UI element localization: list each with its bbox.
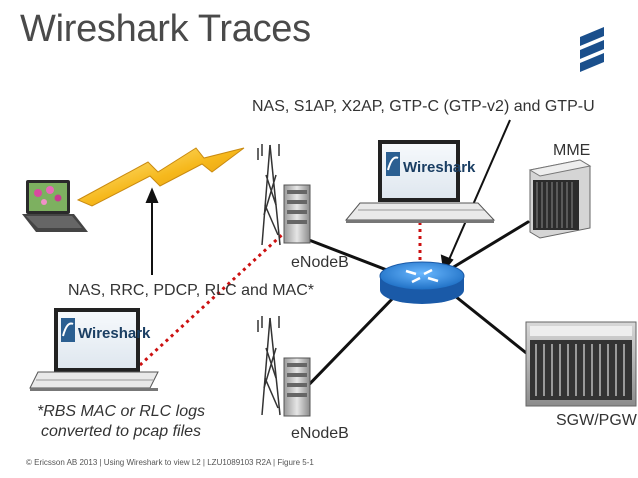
link-router-sgw (448, 290, 537, 362)
wireshark-logo-icon (61, 318, 75, 342)
footnote-rbs-logs: *RBS MAC or RLC logs converted to pcap f… (16, 402, 226, 442)
label-top-protocols: NAS, S1AP, X2AP, GTP-C (GTP-v2) and GTP-… (252, 98, 595, 115)
link-enodeb-bottom-router (294, 294, 397, 400)
laptop-icon (22, 180, 88, 232)
label-radio-protocols: NAS, RRC, PDCP, RLC and MAC* (68, 282, 314, 299)
footnote-line-2: converted to pcap files (40, 423, 202, 440)
server-rack-icon (525, 321, 637, 407)
slide-title: Wireshark Traces (20, 8, 311, 50)
label-enodeb-top: eNodeB (291, 254, 349, 271)
footnote-line-1: *RBS MAC or RLC logs (36, 403, 206, 420)
antenna-tower-icon (257, 316, 281, 416)
laptop-wireshark-top (344, 140, 496, 223)
label-enodeb-bottom: eNodeB (291, 425, 349, 442)
enodeb-cabinet-top (283, 184, 311, 244)
wireshark-screen-text-top: Wireshark (403, 159, 476, 176)
label-mme: MME (553, 142, 591, 159)
network-links (294, 220, 537, 400)
laptop-wireshark-left (29, 308, 159, 391)
link-router-mme (450, 220, 530, 270)
capture-links (138, 222, 422, 367)
ericsson-logo (580, 27, 604, 72)
label-sgw-pgw: SGW/PGW (556, 412, 637, 429)
capture-link-left (138, 230, 287, 367)
arrow-top-protocols (447, 119, 511, 263)
server-rack-icon (528, 159, 592, 239)
enodeb-cabinet-bottom (283, 357, 311, 417)
link-enodeb-top-router (294, 233, 394, 274)
wireshark-screen-text-left: Wireshark (78, 325, 151, 342)
antenna-tower-icon (257, 144, 281, 246)
wireshark-logo-icon (386, 152, 400, 176)
lightning-icon (76, 147, 245, 207)
router-icon (379, 261, 465, 304)
slide-footer: © Ericsson AB 2013 | Using Wireshark to … (26, 458, 314, 467)
